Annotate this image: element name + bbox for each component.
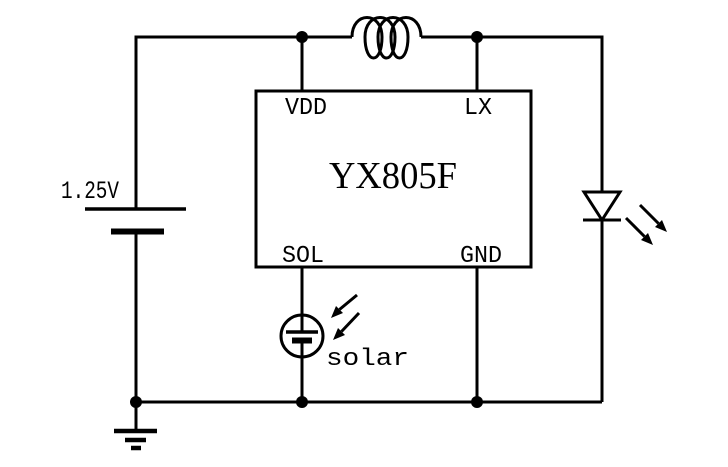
ic-part-number: YX805F <box>329 155 457 197</box>
solar-light-arrowhead-1 <box>331 306 343 318</box>
led-light-arrowhead-2 <box>641 233 653 245</box>
junction-dot-gnd <box>471 396 483 408</box>
battery-voltage-label: 1.25V <box>61 177 119 206</box>
solar-label: solar <box>326 346 409 373</box>
solar-cell-circle <box>279 313 325 359</box>
junction-dot-solar <box>296 396 308 408</box>
led-light-arrowhead-1 <box>655 220 667 232</box>
solar-light-arrow-1 <box>338 293 358 311</box>
ic-pin-label-sol: SOL <box>282 243 324 270</box>
led-triangle <box>581 190 623 223</box>
solar-light-arrow-2 <box>340 311 361 333</box>
ic-pin-label-gnd: GND <box>460 243 502 270</box>
led-light-arrow-2 <box>624 216 646 238</box>
inductor-symbol <box>350 16 423 60</box>
ic-body <box>254 89 533 269</box>
ic-pin-label-vdd: VDD <box>285 95 327 122</box>
junction-dot-lx <box>471 31 483 43</box>
ic-pin-label-lx: LX <box>464 95 492 122</box>
led-light-arrow-1 <box>638 203 660 225</box>
solar-light-arrowhead-2 <box>333 328 345 340</box>
wire-top-left <box>134 35 352 209</box>
junction-dot-ground <box>130 396 142 408</box>
junction-dot-vdd <box>296 31 308 43</box>
